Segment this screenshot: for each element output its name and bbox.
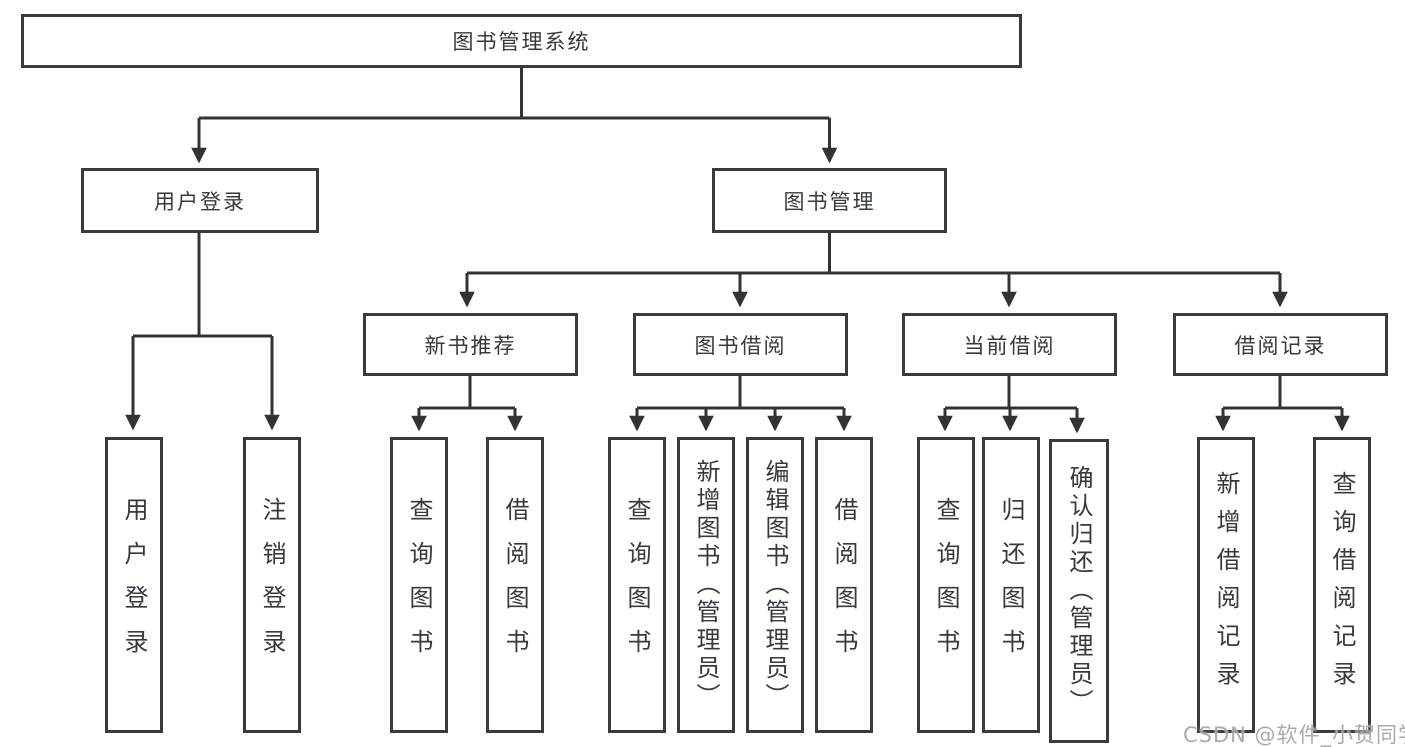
leaf-query-book-3: 查询图书	[917, 437, 975, 733]
leaf-borrow-book-2: 借阅图书	[815, 437, 873, 733]
leaf-return-book: 归还图书	[982, 437, 1040, 733]
leaf-query-borrow-record: 查询借阅记录	[1313, 437, 1371, 733]
leaf-label: 编辑图书（管理员）	[761, 459, 789, 711]
node-user-login: 用户登录	[81, 168, 319, 233]
leaf-logout: 注销登录	[243, 437, 301, 733]
leaf-label: 借阅图书	[830, 497, 858, 673]
leaf-label: 归还图书	[997, 497, 1025, 673]
leaf-label: 新增图书（管理员）	[692, 459, 720, 711]
node-book-borrow-label: 图书借阅	[694, 333, 787, 358]
leaf-label: 确认归还（管理员）	[1065, 465, 1093, 717]
leaf-query-book-1: 查询图书	[390, 437, 448, 733]
node-book-management: 图书管理	[712, 168, 947, 233]
leaf-edit-book-admin: 编辑图书（管理员）	[746, 437, 804, 733]
leaf-add-book-admin: 新增图书（管理员）	[677, 437, 735, 733]
leaf-label: 用户登录	[120, 497, 148, 673]
node-book-management-label: 图书管理	[783, 189, 876, 214]
node-borrow-records: 借阅记录	[1173, 313, 1388, 376]
node-borrow-records-label: 借阅记录	[1234, 333, 1327, 358]
node-book-borrow: 图书借阅	[633, 313, 848, 376]
leaf-label: 注销登录	[258, 497, 286, 673]
leaf-add-borrow-record: 新增借阅记录	[1197, 437, 1255, 733]
leaf-borrow-book-1: 借阅图书	[486, 437, 544, 733]
leaf-label: 查询图书	[932, 497, 960, 673]
leaf-label: 查询图书	[623, 497, 651, 673]
csdn-watermark: CSDN @软件_小贺同学	[1183, 723, 1405, 747]
leaf-label: 新增借阅记录	[1212, 471, 1240, 699]
leaf-label: 借阅图书	[501, 497, 529, 673]
leaf-confirm-return-admin: 确认归还（管理员）	[1049, 439, 1109, 743]
node-current-borrow: 当前借阅	[902, 313, 1117, 376]
leaf-user-login: 用户登录	[105, 437, 163, 733]
node-root-label: 图书管理系统	[452, 30, 591, 54]
leaf-query-book-2: 查询图书	[608, 437, 666, 733]
node-current-borrow-label: 当前借阅	[963, 333, 1056, 358]
node-root: 图书管理系统	[21, 14, 1022, 68]
node-new-book-recommend-label: 新书推荐	[424, 333, 517, 358]
leaf-label: 查询借阅记录	[1328, 471, 1356, 699]
node-new-book-recommend: 新书推荐	[363, 313, 578, 376]
leaf-label: 查询图书	[405, 497, 433, 673]
node-user-login-label: 用户登录	[154, 189, 246, 214]
